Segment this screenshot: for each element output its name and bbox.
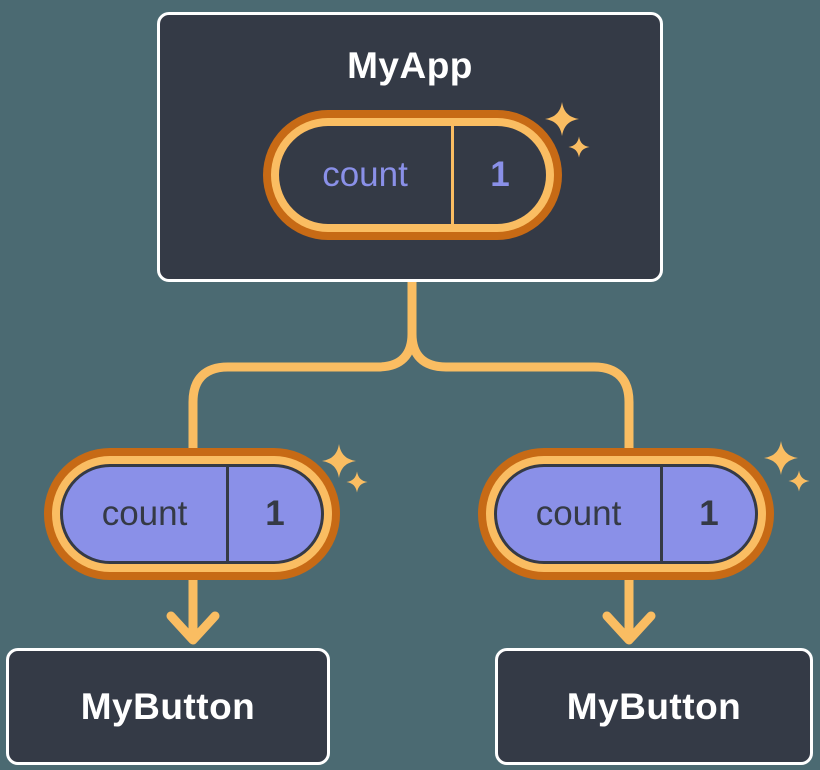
- prop-pill: count 1: [44, 448, 340, 580]
- pill-ring: count 1: [486, 456, 766, 572]
- state-pill: count 1: [263, 110, 562, 240]
- component-node-mybutton-left: MyButton: [6, 648, 330, 765]
- component-title: MyButton: [566, 685, 742, 727]
- pill-ring: count 1: [271, 118, 554, 232]
- component-node-mybutton-right: MyButton: [495, 648, 813, 765]
- pill-ring: count 1: [52, 456, 332, 572]
- pill-core: count 1: [60, 464, 324, 564]
- sparkle-big-icon: [764, 441, 798, 475]
- prop-value: 1: [699, 494, 719, 533]
- component-title: MyButton: [80, 685, 256, 727]
- prop-value: 1: [265, 494, 285, 533]
- sparkle-big-icon: [322, 444, 356, 478]
- sparkle-small-icon: [346, 471, 368, 493]
- pill-core: count 1: [279, 126, 546, 224]
- sparkle-small-icon: [788, 470, 810, 492]
- pill-core: count 1: [494, 464, 758, 564]
- state-name: count: [322, 155, 408, 194]
- prop-name: count: [101, 494, 188, 533]
- prop-name: count: [535, 494, 622, 533]
- arrow-icon: [602, 611, 656, 645]
- arrow-icon: [166, 611, 220, 645]
- component-title: MyApp: [347, 45, 473, 86]
- pill-divider: [451, 126, 454, 224]
- prop-pill: count 1: [478, 448, 774, 580]
- pill-divider: [660, 467, 663, 561]
- state-value: 1: [490, 155, 510, 194]
